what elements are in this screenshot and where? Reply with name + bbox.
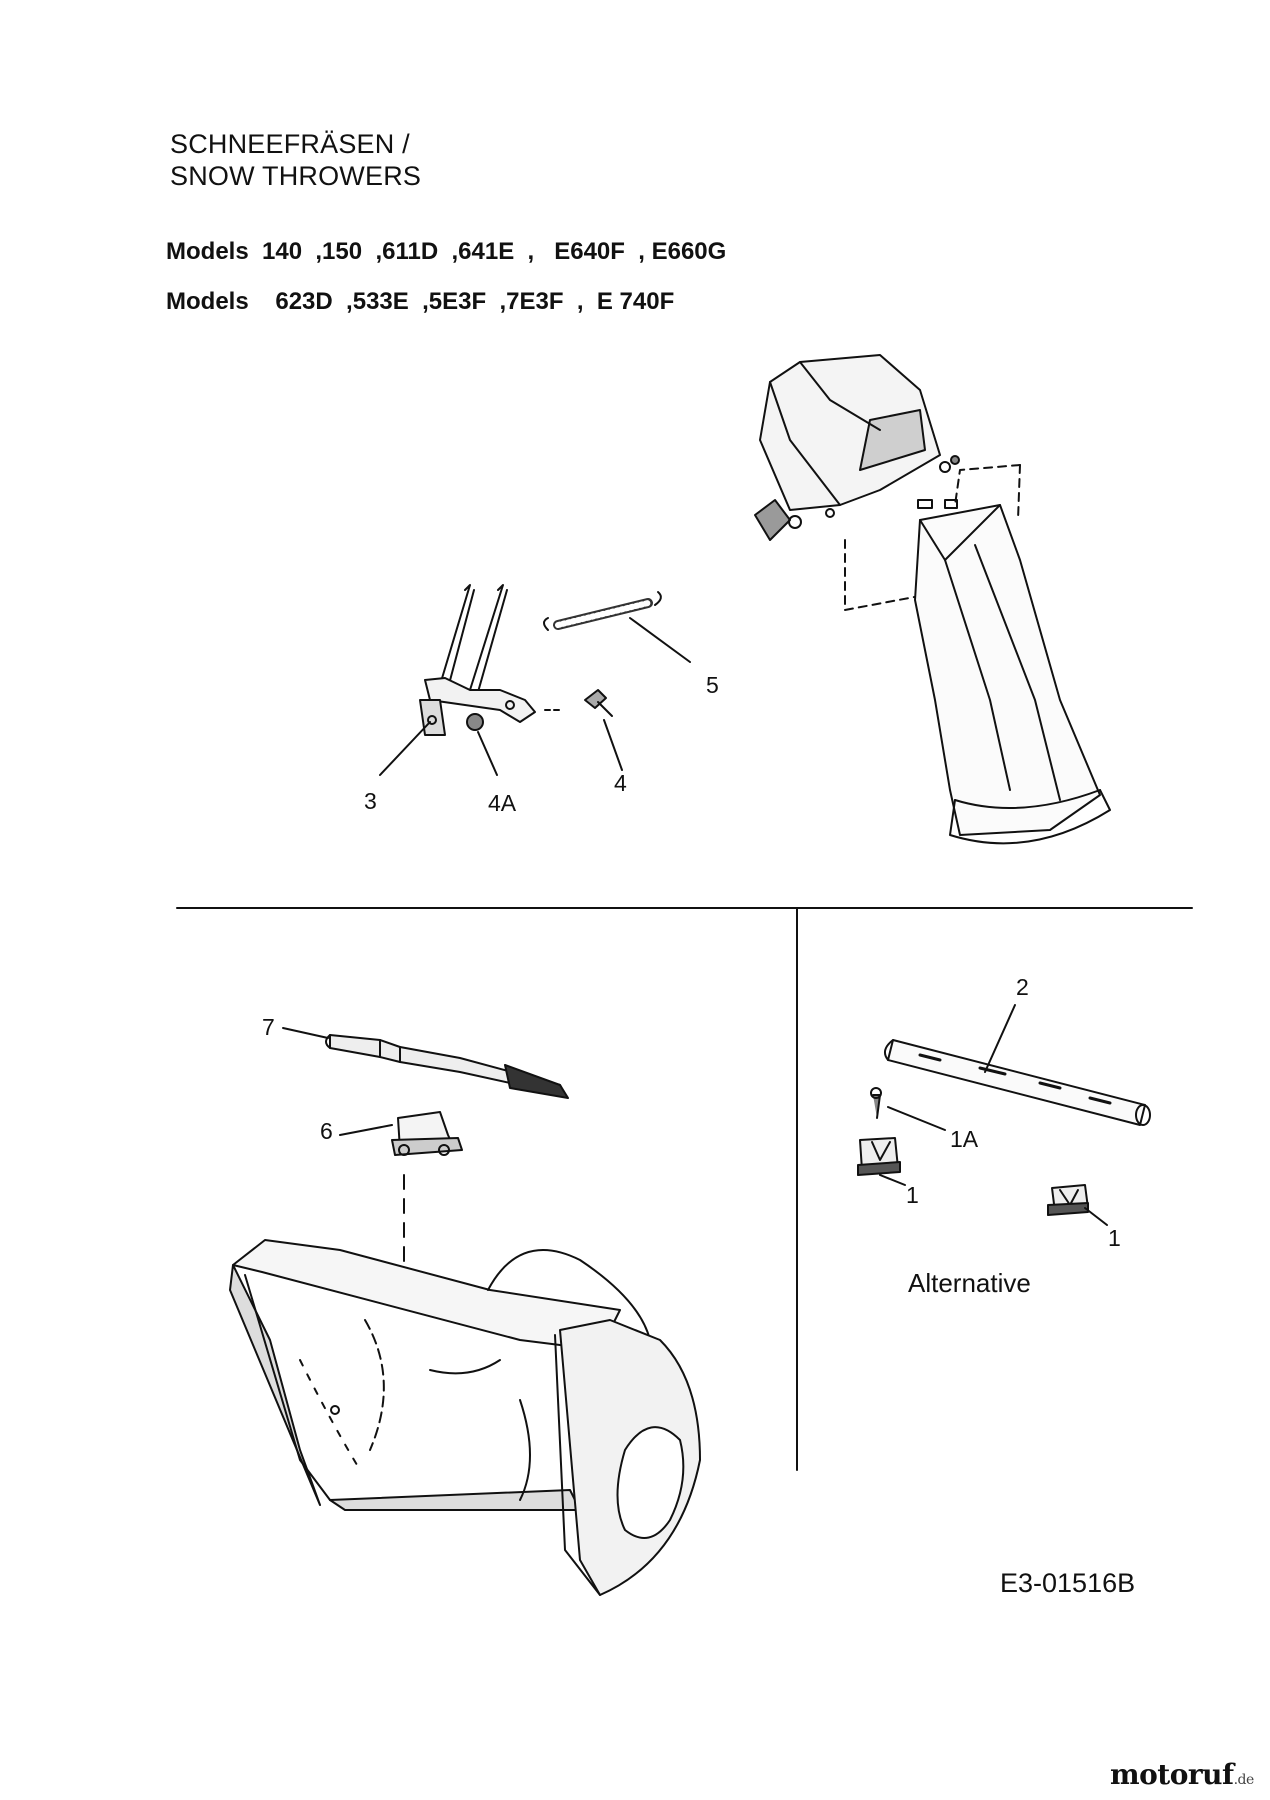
chute-hardware: [917, 455, 960, 509]
title-english: SNOW THROWERS: [170, 161, 422, 191]
bracket-leader-lines: [379, 617, 691, 776]
discharge-chute: [914, 504, 1111, 845]
callout-4: 4: [614, 770, 627, 796]
models-line-2: Models 623D ,533E ,5E3F ,7E3F , E 740F: [166, 288, 675, 315]
title-german: SCHNEEFRÄSEN /: [170, 129, 410, 159]
bearing-bracket: [339, 1111, 463, 1266]
callout-6: 6: [320, 1118, 333, 1144]
models-line-1: Models 140 ,150 ,611D ,641E , E640F , E6…: [166, 238, 727, 265]
callout-3: 3: [364, 788, 377, 814]
callout-2: 2: [1016, 974, 1029, 1000]
watermark-suffix: .de: [1233, 1772, 1255, 1788]
callout-7: 7: [262, 1014, 275, 1040]
impeller-housing: [229, 1239, 701, 1596]
callout-1A: 1A: [950, 1126, 979, 1152]
pin-part-1A: [870, 1087, 946, 1131]
chute-deflector-cap: [759, 354, 941, 511]
callout-4A: 4A: [488, 790, 517, 816]
drawing-code: E3-01516B: [1000, 1568, 1136, 1598]
callout-5: 5: [706, 672, 719, 698]
watermark-logo: motoruf.de: [1110, 1758, 1254, 1791]
clip-part-1-right: [1047, 1184, 1108, 1226]
clip-part-1-left: [857, 1137, 906, 1186]
alternative-label: Alternative: [908, 1268, 1031, 1298]
impeller-shaft: [282, 1027, 569, 1099]
deflector-knob: [754, 499, 835, 541]
chute-dashed-guides: [844, 464, 1021, 611]
callout-1-right: 1: [1108, 1225, 1121, 1251]
carriage-bolt: [544, 689, 613, 717]
hex-nut: [466, 713, 484, 731]
tube-part-2: [883, 1004, 1151, 1126]
tension-spring: [543, 591, 662, 631]
watermark-main: motoruf: [1110, 1758, 1234, 1791]
crank-bracket: [419, 584, 536, 736]
callout-1-left: 1: [906, 1182, 919, 1208]
